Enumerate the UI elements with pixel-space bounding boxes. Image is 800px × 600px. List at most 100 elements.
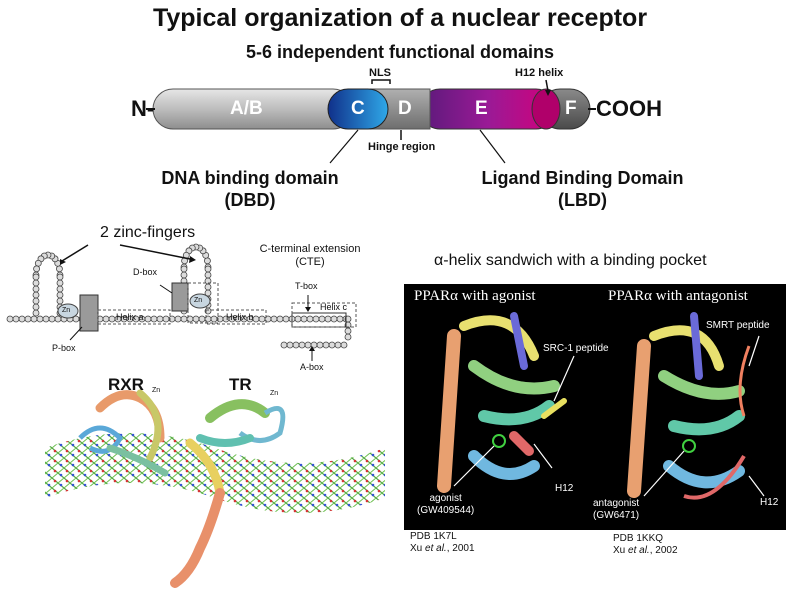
- residue-bead: [33, 265, 40, 273]
- left-helix-green: [468, 360, 560, 395]
- residue-bead: [204, 271, 212, 279]
- antagonist-ligand: [682, 439, 696, 453]
- residue-bead: [32, 309, 40, 317]
- residue-bead: [174, 315, 182, 323]
- residue-bead: [32, 285, 40, 293]
- domain-bar-diagram: [146, 79, 596, 164]
- residue-bead: [150, 315, 158, 323]
- residue-bead: [204, 265, 212, 273]
- tr-helix-green: [205, 399, 270, 423]
- left-helix-orange: [437, 329, 461, 493]
- left-helix-yellow: [459, 315, 539, 361]
- p-box: [79, 294, 99, 332]
- c-terminus-label: COOH: [596, 96, 662, 121]
- d-box: [171, 282, 189, 312]
- cte-line1: C-terminal extension: [259, 243, 361, 255]
- residue-bead: [32, 279, 40, 287]
- residue-bead: [32, 303, 40, 311]
- left-helix-teal: [478, 400, 555, 426]
- residue-bead: [32, 297, 40, 305]
- smrt-peptide-label: SMRT peptide: [706, 320, 770, 331]
- residue-bead: [48, 315, 56, 323]
- right-helix-green: [658, 370, 745, 400]
- zn2-icon: [189, 293, 211, 309]
- residue-bead: [340, 341, 348, 349]
- residue-bead: [300, 315, 308, 323]
- residue-bead: [12, 315, 20, 323]
- pdb-left-id: PDB 1K7L: [410, 531, 457, 542]
- antagonist-label: antagonist (GW6471): [593, 498, 639, 522]
- residue-bead: [56, 279, 64, 287]
- domain-c-label: C: [351, 98, 365, 119]
- helix-a-label: Helix a: [116, 312, 144, 322]
- domain-f-label: F: [565, 98, 577, 119]
- right-h12-loop: [683, 454, 746, 500]
- residue-bead: [42, 315, 50, 323]
- src1-peptide-label: SRC-1 peptide: [543, 343, 609, 354]
- residue-bead: [56, 285, 64, 293]
- pdb-left-citation: Xu et al., 2001: [410, 543, 475, 554]
- rxr-loop-blue: [78, 425, 124, 454]
- lbd-label: Ligand Binding Domain (LBD): [455, 167, 710, 211]
- p-box-label: P-box: [52, 343, 76, 353]
- residue-bead: [330, 315, 338, 323]
- residue-bead: [198, 315, 206, 323]
- residue-bead: [276, 315, 284, 323]
- residue-bead: [322, 341, 330, 349]
- rxr-label: RXR: [108, 375, 144, 394]
- helix-c-box: [291, 302, 357, 328]
- h12-helix-label: H12 helix: [515, 67, 564, 79]
- pdb-right-id: PDB 1KKQ: [613, 533, 664, 544]
- antagonist-line2: (GW6471): [593, 510, 640, 521]
- residue-bead: [328, 341, 336, 349]
- residue-bead: [316, 341, 324, 349]
- agonist-label: agonist (GW409544): [417, 493, 474, 517]
- residue-bead: [282, 315, 290, 323]
- rxr-tr-dna-structure: [45, 389, 385, 588]
- right-helix-orange: [627, 339, 651, 498]
- right-helix-teal: [668, 410, 745, 436]
- rxr-helix-yellow: [136, 389, 162, 462]
- zn1-icon: [57, 303, 79, 319]
- d-box-label: D-box: [133, 267, 158, 277]
- residue-bead: [336, 315, 344, 323]
- tr-extension-orange: [170, 488, 225, 588]
- hinge-region-label: Hinge region: [368, 141, 436, 153]
- residue-bead: [344, 333, 352, 341]
- residue-bead: [312, 315, 320, 323]
- rxr-zn-label: Zn: [152, 387, 161, 394]
- residue-bead: [32, 273, 40, 281]
- residue-bead: [252, 315, 260, 323]
- helix-b-box: [205, 309, 267, 325]
- residue-bead: [180, 265, 188, 273]
- rxr-helix-green: [106, 444, 169, 477]
- ppar-antagonist-title: PPARα with antagonist: [608, 288, 748, 304]
- zinc-finger-schematic: [6, 243, 357, 361]
- residue-bead: [102, 315, 110, 323]
- residue-bead: [36, 315, 44, 323]
- domain-d-label: D: [398, 98, 412, 119]
- residue-bead: [294, 315, 302, 323]
- residue-bead: [32, 291, 40, 299]
- lbd-line1: Ligand Binding Domain: [481, 168, 684, 188]
- agonist-ligand: [492, 434, 506, 448]
- n-terminus-label: N-: [131, 96, 155, 121]
- domain-ab-label: A/B: [230, 98, 263, 119]
- residue-bead: [192, 315, 200, 323]
- right-smrt-peptide: [738, 345, 751, 417]
- pdb-ref-right: PDB 1KKQ Xu et al., 2002: [613, 533, 678, 557]
- cte-line2: (CTE): [295, 256, 325, 268]
- residue-bead: [344, 327, 352, 335]
- dbd-line2: (DBD): [224, 190, 276, 210]
- zinc-fingers-label: 2 zinc-fingers: [100, 224, 196, 241]
- residue-bead: [30, 315, 38, 323]
- tr-extension-yellow: [185, 438, 225, 498]
- h12-right-label: H12: [760, 497, 779, 508]
- page-subtitle: 5-6 independent functional domains: [245, 42, 555, 62]
- cte-label: C-terminal extension (CTE): [245, 243, 375, 269]
- a-box-label: A-box: [300, 362, 324, 372]
- antagonist-line1: antagonist: [593, 498, 640, 509]
- residue-bead: [258, 315, 266, 323]
- left-helix-cyan: [468, 450, 540, 480]
- zn1-label: Zn: [62, 307, 71, 314]
